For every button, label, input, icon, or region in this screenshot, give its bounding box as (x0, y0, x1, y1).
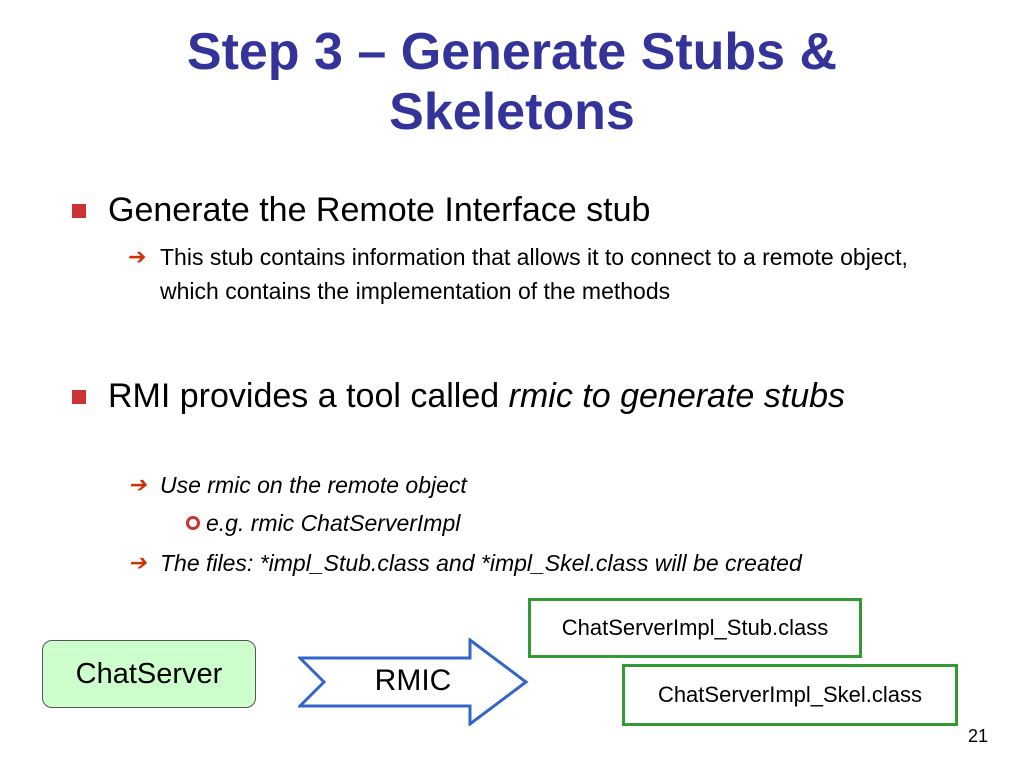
slide-title-line-1: Step 3 – Generate Stubs & (186, 23, 838, 81)
chatserver-box: ChatServer (42, 640, 256, 708)
skel-class-box: ChatServerImpl_Skel.class (622, 664, 958, 726)
sub-bullet-2-1-text: Use rmic on the remote object (160, 472, 467, 498)
page-number: 21 (967, 726, 988, 746)
rmic-arrow-icon (298, 638, 529, 726)
stub-class-box: ChatServerImpl_Stub.class (528, 598, 862, 658)
arrow-bullet-icon: ➔ (128, 472, 147, 497)
bullet-1-text: Generate the Remote Interface stub (108, 191, 651, 229)
sub-sub-bullet-2-1-1-text: e.g. rmic ChatServerImpl (206, 510, 461, 536)
bullet-2-text-plain: RMI provides a tool called (108, 377, 509, 415)
slide-title: Step 3 – Generate Stubs & Skeletons (40, 22, 984, 142)
slide-title-line-2: Skeletons (389, 83, 635, 141)
arrow-bullet-icon: ➔ (128, 550, 147, 575)
ring-bullet-icon (186, 516, 200, 530)
arrow-bullet-icon: ➔ (128, 244, 147, 269)
sub-bullet-2-2-text: The files: *impl_Stub.class and *impl_Sk… (160, 550, 802, 576)
bullet-2-text-italic: rmic to generate stubs (508, 377, 846, 415)
sub-bullet-1-1-text: This stub contains information that allo… (160, 244, 908, 304)
rmic-label: RMIC (374, 664, 452, 697)
bullet-2-text: RMI provides a tool called rmic to gener… (108, 376, 932, 416)
square-bullet-icon (72, 204, 86, 218)
square-bullet-icon (72, 390, 86, 404)
